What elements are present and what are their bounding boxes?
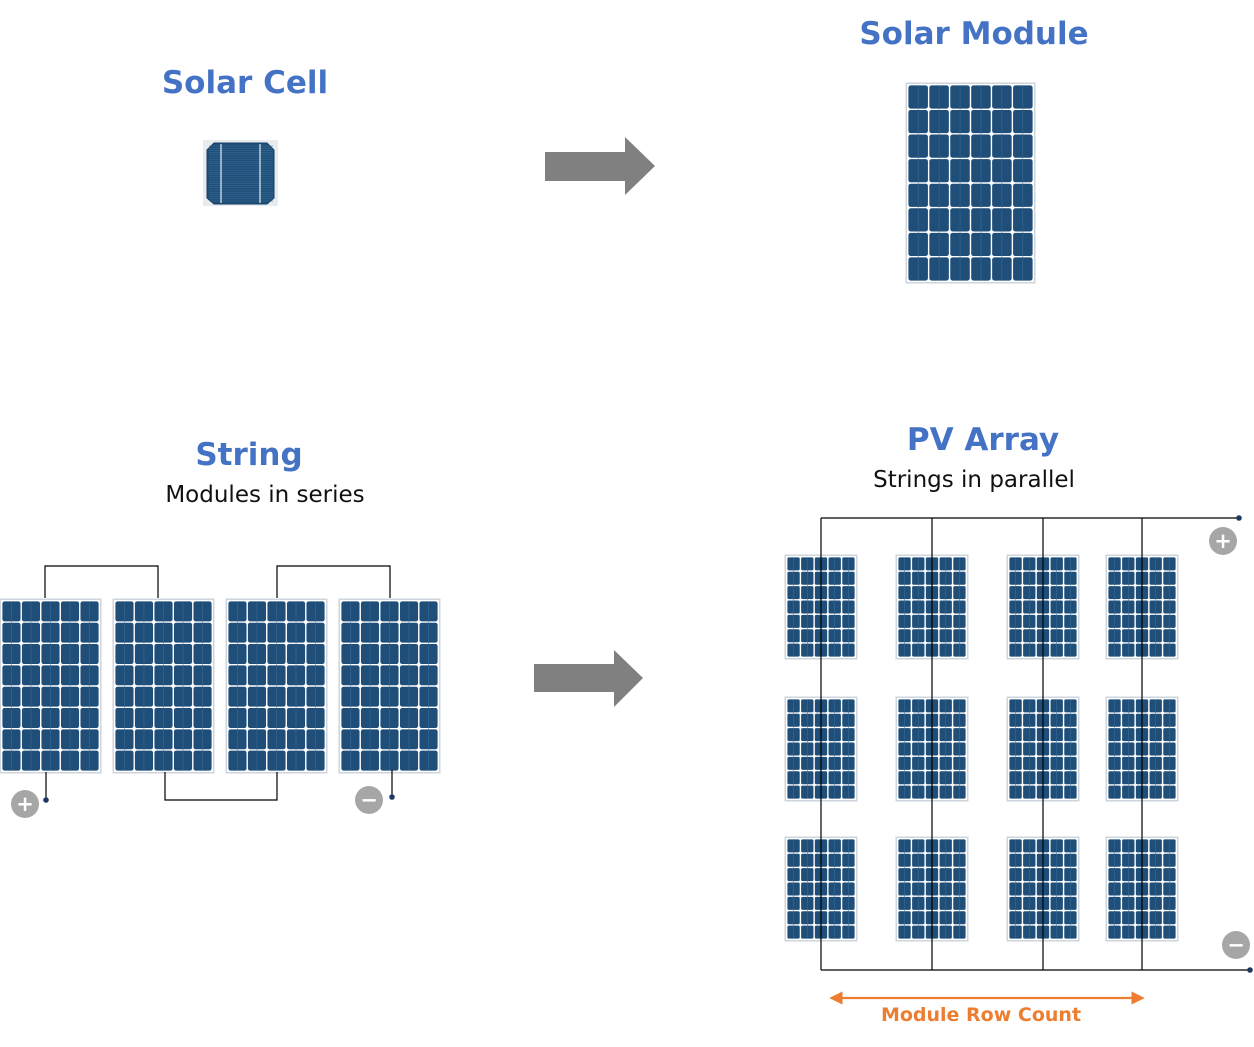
string-module-2 <box>112 598 215 774</box>
module-row-count-label: Module Row Count <box>880 1004 1082 1026</box>
string-negative-dot <box>389 794 395 800</box>
svg-text:+: + <box>1214 529 1232 553</box>
svg-text:−: − <box>360 788 378 812</box>
string-module-3 <box>225 598 328 774</box>
svg-text:−: − <box>1227 933 1245 957</box>
string-module-1 <box>0 598 102 774</box>
array-wiring <box>820 517 1250 971</box>
solar-cell-title: Solar Cell <box>161 65 329 101</box>
solar-module-panel <box>905 82 1036 284</box>
string-module-4 <box>338 598 441 774</box>
string-title: String <box>195 437 303 473</box>
array-negative-terminal-icon: − <box>1222 931 1250 959</box>
pv-array-title: PV Array <box>906 422 1060 458</box>
svg-text:+: + <box>16 792 34 816</box>
string-wiring <box>44 565 393 801</box>
solar-module-title: Solar Module <box>859 16 1089 52</box>
arrow-string-to-array-icon <box>534 650 643 707</box>
array-positive-dot <box>1236 515 1242 521</box>
solar-cell-icon <box>203 140 278 206</box>
string-positive-terminal-icon: + <box>11 790 39 818</box>
string-negative-terminal-icon: − <box>355 786 383 814</box>
array-positive-terminal-icon: + <box>1209 527 1237 555</box>
string-subtitle: Modules in series <box>165 482 365 508</box>
array-negative-dot <box>1247 967 1253 973</box>
string-positive-dot <box>43 797 49 803</box>
arrow-cell-to-module-icon <box>545 137 655 195</box>
array-module-r3-c3 <box>1006 836 1080 942</box>
pv-array-subtitle: Strings in parallel <box>873 467 1075 493</box>
